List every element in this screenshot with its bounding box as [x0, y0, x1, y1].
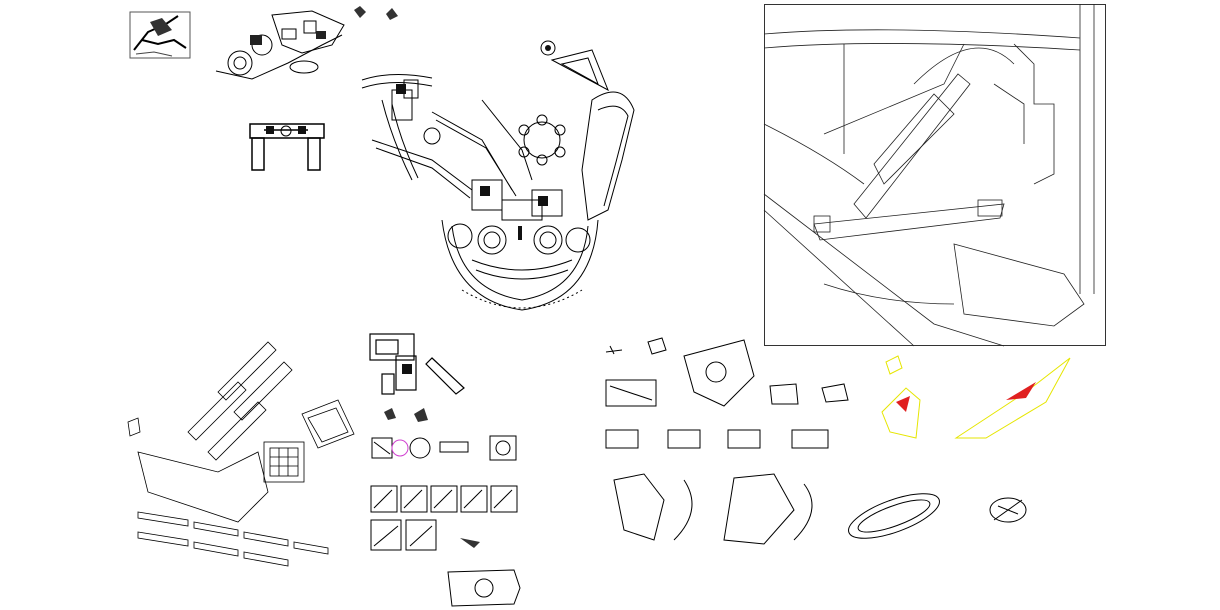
small-detail-marks-3: [769, 383, 849, 405]
thumbnail-row-1: [370, 485, 518, 513]
site-plan-frame: [763, 4, 1106, 347]
small-detail-marks: [354, 6, 398, 20]
thumbnail-row-2: [370, 519, 480, 551]
detail-row-2: [605, 429, 829, 449]
block-layout-plan: [127, 341, 355, 567]
colored-sketch-plans: [881, 355, 1071, 439]
detail-row-1: [371, 435, 517, 461]
building-cluster-plan: [215, 10, 345, 80]
building-floor-plan-small: [249, 123, 325, 171]
curved-campus-plans: [613, 473, 940, 545]
floor-plan-medium: [369, 333, 465, 395]
right-detail-plans: [605, 337, 755, 407]
site-thumbnail-plan: [129, 11, 191, 59]
bottom-floor-plan: [447, 569, 521, 607]
small-detail-marks-2: [384, 408, 428, 422]
small-object-plan: [989, 497, 1027, 523]
main-campus-plan: [361, 40, 635, 311]
